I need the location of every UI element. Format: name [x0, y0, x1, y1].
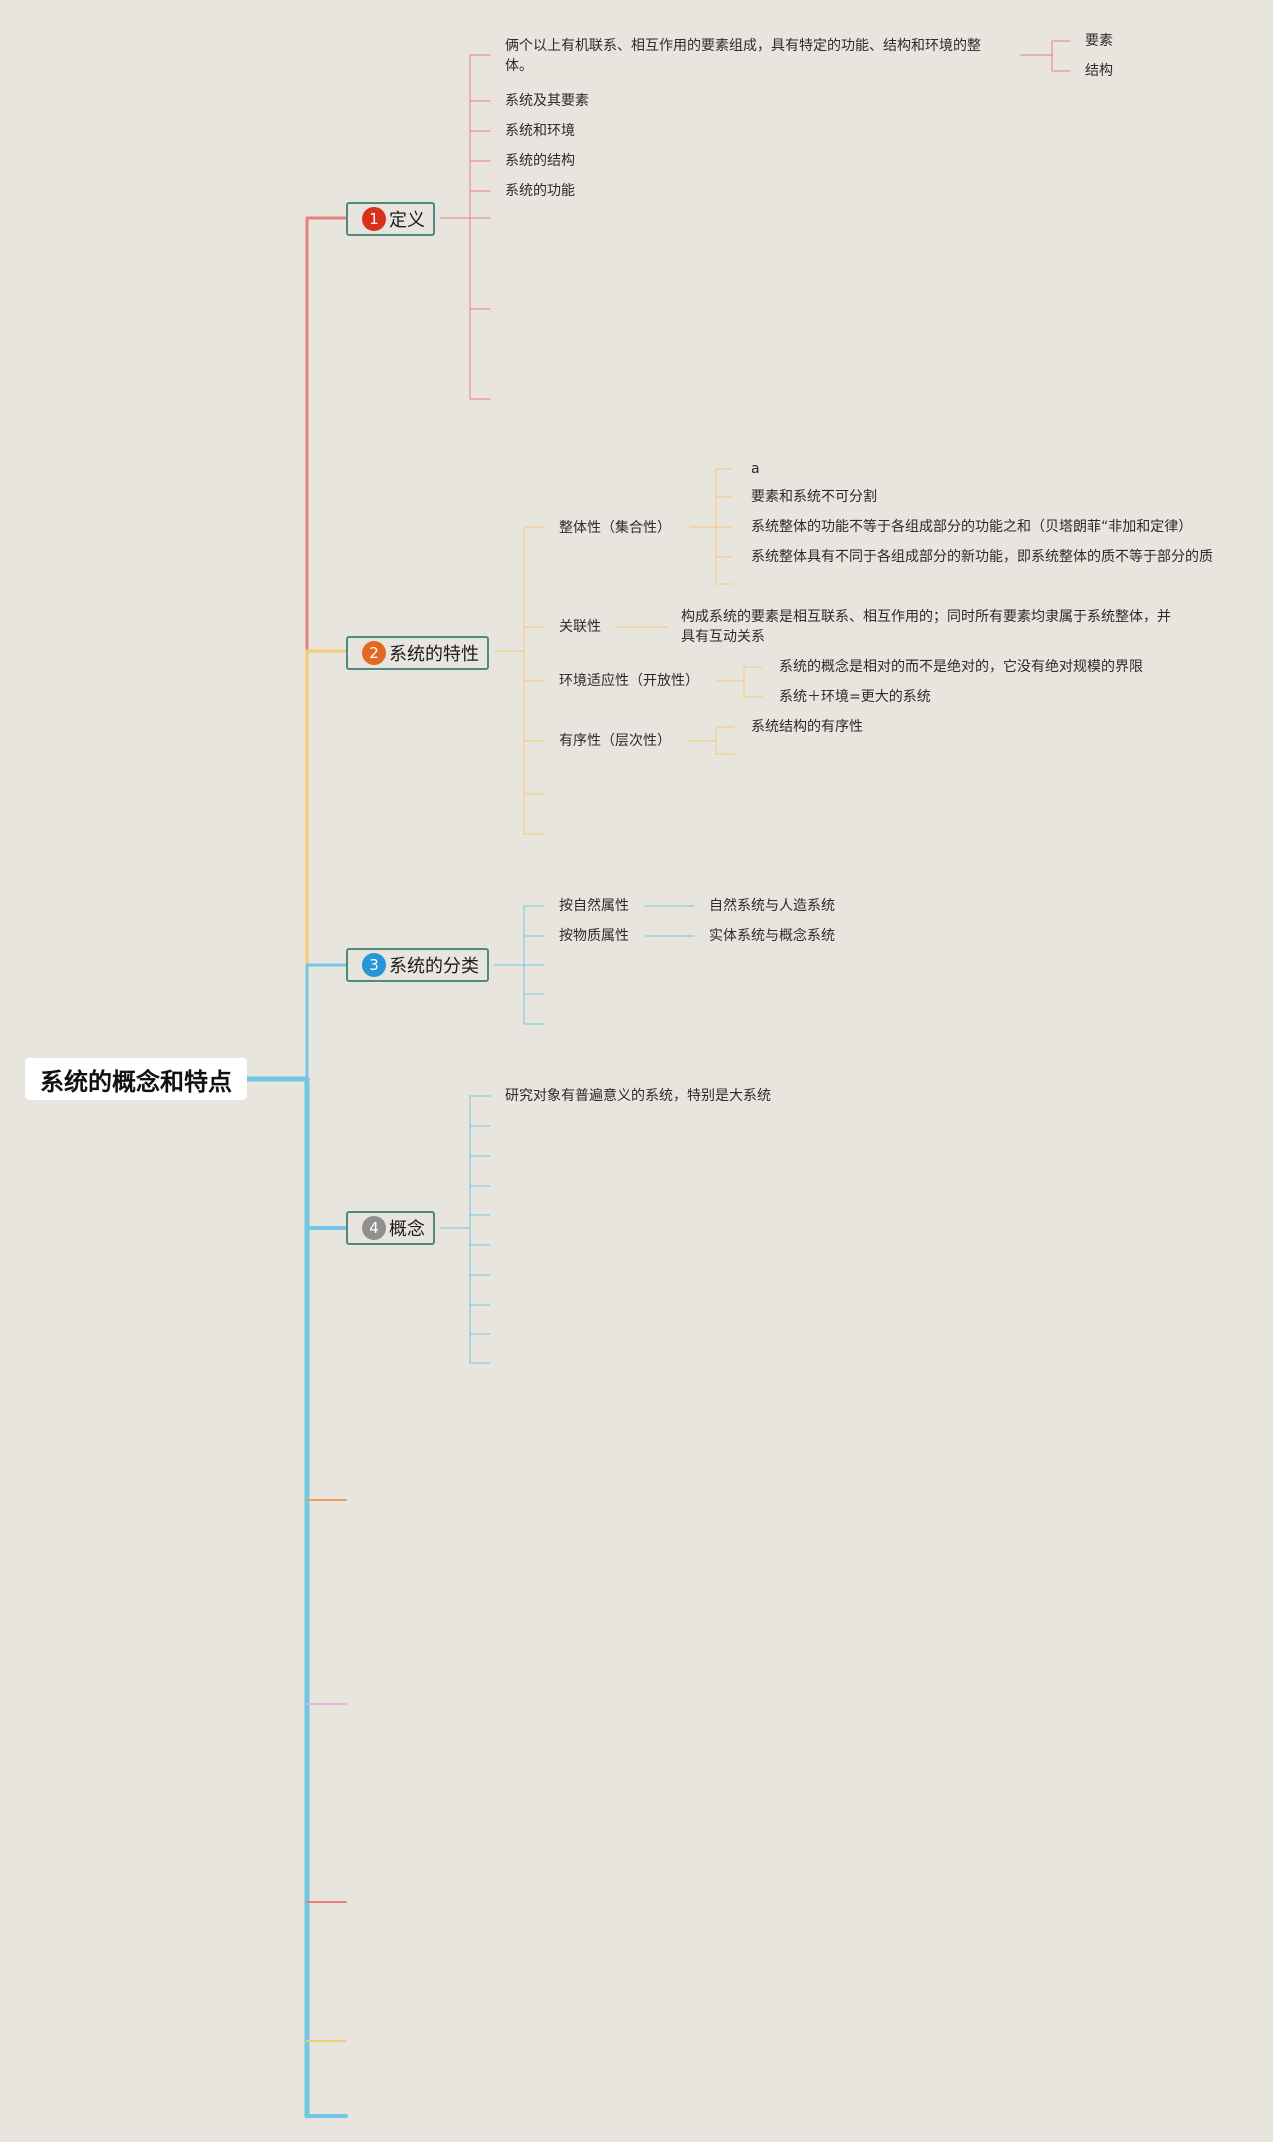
definition-item-system-structure[interactable]: 系统的结构 [505, 153, 575, 169]
definition-item-system-elements[interactable]: 系统及其要素 [505, 93, 589, 109]
characteristic-order[interactable]: 有序性（层次性） [559, 733, 671, 749]
characteristic-wholeness[interactable]: 整体性（集合性） [559, 520, 671, 536]
classification-natural-child[interactable]: 自然系统与人造系统 [709, 898, 835, 914]
number-badge-1: 1 [362, 207, 386, 231]
topic-definition[interactable]: 1 定义 [346, 202, 435, 236]
order-child-structure[interactable]: 系统结构的有序性 [751, 719, 863, 735]
classification-material-child[interactable]: 实体系统与概念系统 [709, 928, 835, 944]
adaptability-child-relative[interactable]: 系统的概念是相对的而不是绝对的，它没有绝对规模的界限 [779, 659, 1143, 675]
definition-item-system-environment[interactable]: 系统和环境 [505, 123, 575, 139]
characteristic-adaptability[interactable]: 环境适应性（开放性） [559, 673, 699, 689]
adaptability-child-bigger-system[interactable]: 系统＋环境=更大的系统 [779, 689, 931, 705]
definition-child-elements[interactable]: 要素 [1085, 33, 1113, 49]
wholeness-child-inseparable[interactable]: 要素和系统不可分割 [751, 489, 877, 505]
classification-material[interactable]: 按物质属性 [559, 928, 629, 944]
definition-item-system-function[interactable]: 系统的功能 [505, 183, 575, 199]
classification-natural[interactable]: 按自然属性 [559, 898, 629, 914]
definition-child-structure[interactable]: 结构 [1085, 63, 1113, 79]
number-badge-3: 3 [362, 953, 386, 977]
wholeness-child-a[interactable]: a [751, 461, 760, 477]
root-topic[interactable]: 系统的概念和特点 [25, 1058, 247, 1100]
topic-concept[interactable]: 4 概念 [346, 1211, 435, 1245]
topic-label: 系统的分类 [389, 956, 479, 977]
topic-classification[interactable]: 3 系统的分类 [346, 948, 489, 982]
topic-characteristics[interactable]: 2 系统的特性 [346, 636, 489, 670]
topic-label: 定义 [389, 210, 425, 231]
topic-label: 概念 [389, 1219, 425, 1240]
wholeness-child-new-function[interactable]: 系统整体具有不同于各组成部分的新功能，即系统整体的质不等于部分的质 [751, 549, 1213, 565]
concept-text[interactable]: 研究对象有普遍意义的系统，特别是大系统 [505, 1088, 771, 1104]
relevance-child-description[interactable]: 构成系统的要素是相互联系、相互作用的；同时所有要素均隶属于系统整体，并具有互动关… [681, 609, 1171, 645]
number-badge-2: 2 [362, 641, 386, 665]
number-badge-4: 4 [362, 1216, 386, 1240]
characteristic-relevance[interactable]: 关联性 [559, 619, 601, 635]
topic-label: 系统的特性 [389, 644, 479, 665]
definition-text[interactable]: 俩个以上有机联系、相互作用的要素组成，具有特定的功能、结构和环境的整体。 [505, 38, 981, 74]
wholeness-child-non-additive[interactable]: 系统整体的功能不等于各组成部分的功能之和（贝塔朗菲“非加和定律） [751, 519, 1193, 535]
